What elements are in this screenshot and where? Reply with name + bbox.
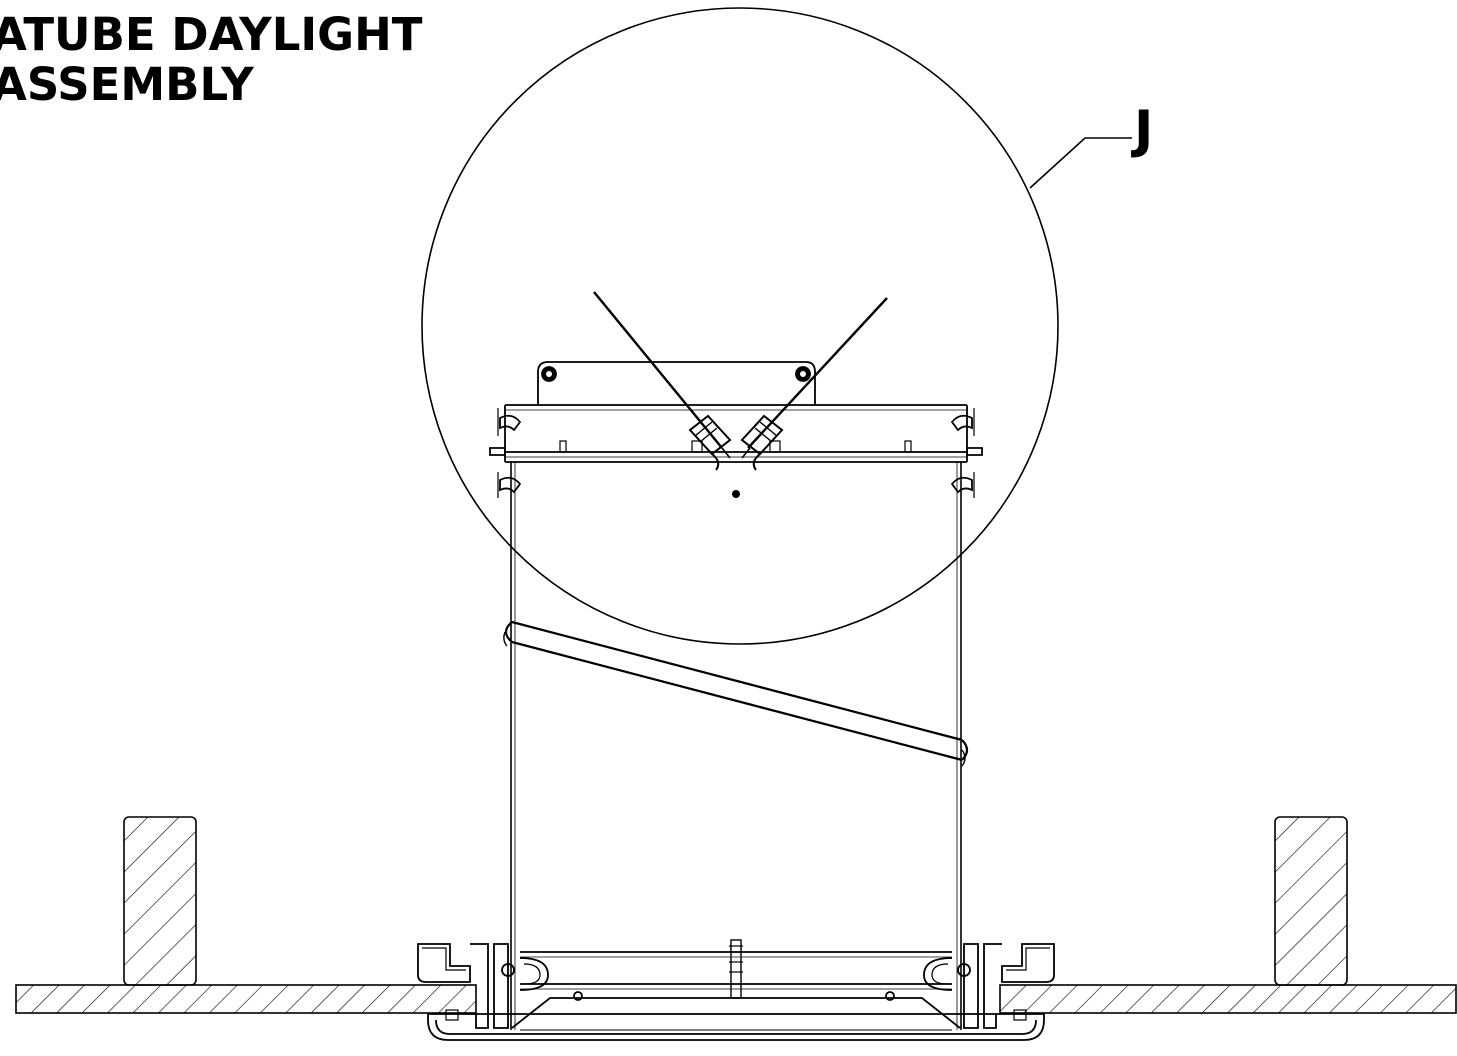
joist-right bbox=[1274, 816, 1348, 986]
joist-left bbox=[123, 816, 197, 986]
drawing-title: ATUBE DAYLIGHT ASSEMBLY bbox=[0, 10, 422, 110]
title-line-1: ATUBE DAYLIGHT bbox=[0, 8, 423, 61]
ceiling-ring-assembly bbox=[417, 939, 1055, 1041]
ceiling-deck-left bbox=[15, 984, 477, 1014]
detail-callout-label: J bbox=[1134, 100, 1154, 160]
detail-circle-j bbox=[421, 7, 1132, 645]
diagonal-strap bbox=[503, 620, 969, 767]
title-line-2: ASSEMBLY bbox=[0, 58, 254, 111]
v-support-arms bbox=[593, 291, 888, 498]
ceiling-deck-right bbox=[999, 984, 1457, 1014]
tube-body bbox=[510, 462, 962, 1030]
top-bracket bbox=[489, 361, 983, 498]
